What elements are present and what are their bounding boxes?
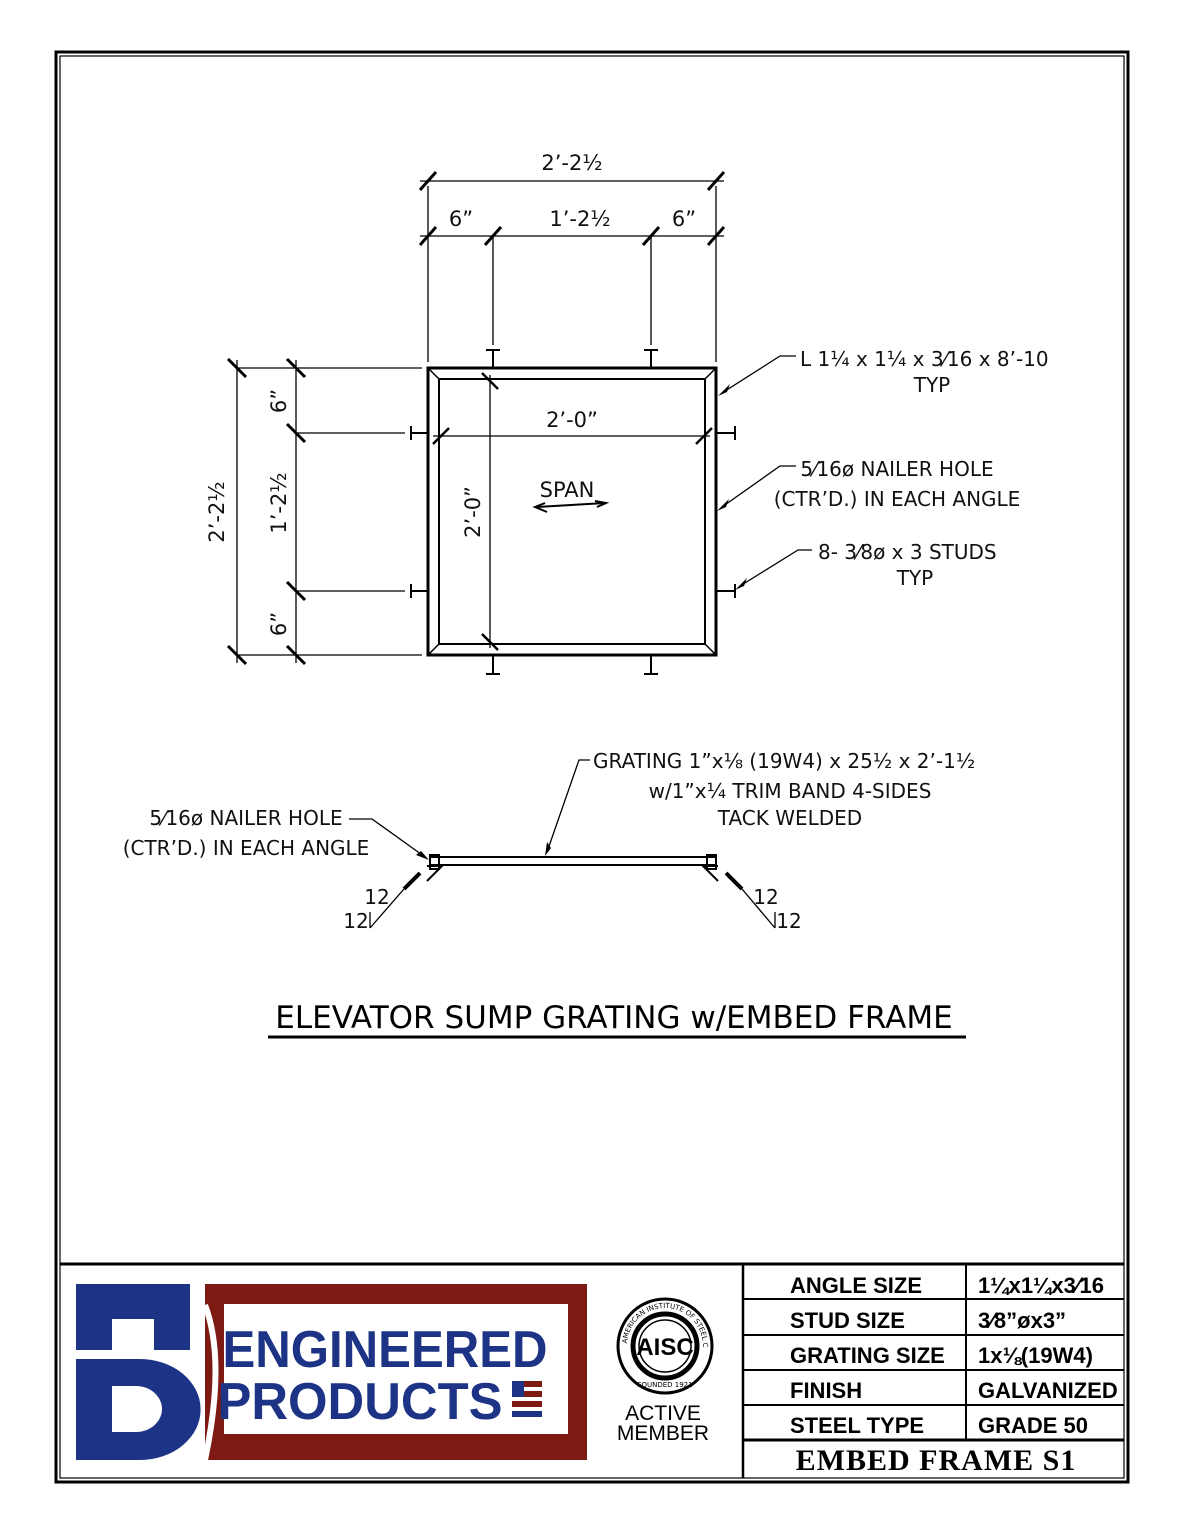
seal-ring-text: AMERICAN INSTITUTE OF STEEL CONSTRUCTION… [0,0,709,1348]
grating-line3: TACK WELDED [717,806,862,830]
us-flag-icon [512,1381,542,1417]
row-label-grating-size: GRATING SIZE [790,1343,945,1368]
slope-left-rise: 12 [364,885,389,909]
dim-right-top: 6” [672,207,696,231]
span-label: SPAN [540,478,595,502]
dim-inner-height: 2’-0” [461,486,485,538]
drawing-title: ELEVATOR SUMP GRATING w/EMBED FRAME [275,1000,952,1036]
callout-hole-line1: 5⁄16ø NAILER HOLE [800,457,993,481]
slope-right-rise: 12 [753,885,778,909]
grating-bar [429,856,717,866]
row-label-steel-type: STEEL TYPE [790,1413,924,1438]
member-line1: ACTIVE [625,1402,701,1425]
callout-angle-line1: L 1¼ x 1¼ x 3⁄16 x 8’-10 [800,347,1049,371]
row-value-finish: GALVANIZED [978,1378,1118,1403]
dim-left-mid: 1’-2½ [267,472,291,533]
row-value-grating-size: 1x⅛(19W4) [978,1343,1093,1368]
dim-overall-top: 2’-2½ [541,151,602,175]
dim-left-upper: 6” [267,389,291,413]
dim-left-top: 6” [449,207,473,231]
section-hole-line2: (CTR’D.) IN EACH ANGLE [123,836,370,860]
sheet-border-outer [54,50,1130,1484]
sheet-border-inner [59,55,1125,1479]
row-value-stud-size: 3⁄8”øx3” [978,1308,1066,1333]
row-value-angle-size: 1¼x1¼x3⁄16 [978,1273,1104,1298]
slope-right-run: 12 [776,909,801,933]
drawing-name: EMBED FRAME S1 [796,1444,1077,1477]
row-label-finish: FINISH [790,1378,862,1403]
member-line2: MEMBER [617,1422,709,1445]
seal-letters: AISC [636,1334,693,1361]
span-arrow [532,500,610,513]
callout-studs-line2: TYP [896,566,934,590]
callout-angle-line2: TYP [913,373,951,397]
dim-inner-width: 2’-0” [546,408,598,432]
seal-founded: FOUNDED 1921 [637,1381,692,1389]
grating-line2: w/1”x¼ TRIM BAND 4-SIDES [649,779,932,803]
row-label-angle-size: ANGLE SIZE [790,1273,922,1298]
studs [410,349,736,675]
slope-left-run: 12 [343,909,368,933]
callout-studs-line1: 8- 3⁄8ø x 3 STUDS [818,540,997,564]
company-logo: ENGINEERED PRODUCTS [76,1284,587,1461]
frame-outer [426,366,718,657]
dim-left-lower: 6” [267,612,291,636]
frame-inner [438,378,706,645]
title-block: ANGLE SIZE 1¼x1¼x3⁄16 STUD SIZE 3⁄8”øx3”… [60,1262,1124,1478]
callout-hole-line2: (CTR’D.) IN EACH ANGLE [774,487,1021,511]
section-view [349,759,776,929]
grating-line1: GRATING 1”x⅛ (19W4) x 25½ x 2’-1½ [593,749,975,773]
dim-overall-left: 2’-2½ [205,481,229,542]
plan-view [226,171,812,675]
row-value-steel-type: GRADE 50 [978,1413,1088,1438]
logo-line1: ENGINEERED [223,1321,548,1379]
section-hole-line1: 5⁄16ø NAILER HOLE [149,806,342,830]
logo-line2: PRODUCTS [218,1373,503,1431]
dim-mid-top: 1’-2½ [549,207,610,231]
row-label-stud-size: STUD SIZE [790,1308,905,1333]
